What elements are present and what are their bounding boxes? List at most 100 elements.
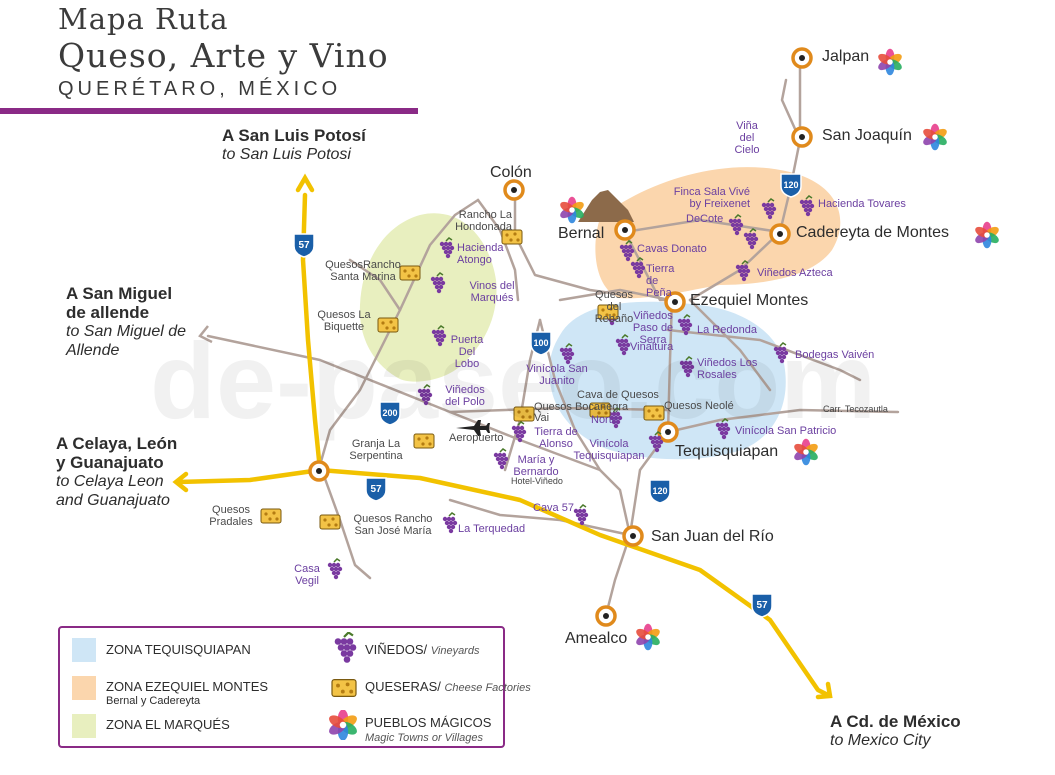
- grape-icon: [511, 421, 527, 443]
- label-hotel-vinedo: Hotel-Viñedo: [511, 476, 563, 486]
- title-line-1: Mapa Ruta: [58, 2, 229, 36]
- legend-vinedos: VIÑEDOS/ Vineyards: [365, 642, 480, 658]
- title-rule: [0, 108, 418, 114]
- cheese-icon: [597, 304, 619, 320]
- town-san-juan-del-rio: San Juan del Río: [651, 528, 774, 545]
- grape-icon: [442, 512, 458, 534]
- pueblo-magico-icon: [923, 123, 947, 151]
- label-cava-de-quesos: Cava de Quesos: [577, 389, 659, 401]
- svg-text:100: 100: [533, 338, 548, 348]
- label-puerta-del-lobo: Puerta Del Lobo: [450, 334, 484, 370]
- highway-shield-57-south: 57: [751, 593, 773, 618]
- title-line-2: Queso, Arte y Vino: [58, 36, 389, 75]
- label-norte: Norte: [591, 414, 618, 426]
- pueblo-magico-icon: [878, 48, 902, 76]
- label-vinos-del-marques: Vinos del Marqués: [469, 280, 515, 304]
- label-vinedos-azteca: Viñedos Azteca: [757, 267, 833, 279]
- grape-icon: [615, 334, 631, 356]
- label-hacienda-tovares: Hacienda Tovares: [818, 198, 906, 210]
- grape-icon: [439, 237, 455, 259]
- cheese-icon: [319, 514, 341, 530]
- legend-swatch-ezequiel: [72, 676, 96, 700]
- svg-text:57: 57: [298, 240, 310, 251]
- label-tierra-de-pena: Tierra de Peña: [646, 263, 675, 299]
- town-ezequiel-montes: Ezequiel Montes: [690, 292, 809, 309]
- highway-shield-57-center: 57: [365, 477, 387, 502]
- label-tierra-de-alonso: Tierra de Alonso: [534, 426, 578, 450]
- grape-icon: [559, 343, 575, 365]
- svg-text:120: 120: [783, 180, 798, 190]
- grape-icon: [417, 384, 433, 406]
- grape-icon: [630, 257, 646, 279]
- label-finca-sala-vive: Finca Sala Vivé by Freixenet: [673, 186, 750, 210]
- grape-icon: [679, 356, 695, 378]
- label-vai: Vai: [534, 412, 550, 424]
- label-vinedos-paso-de-serra: Viñedos Paso de Serra: [632, 310, 674, 346]
- legend-pueblos: PUEBLOS MÁGICOS: [365, 715, 492, 730]
- town-marker-san-juan: [622, 525, 644, 547]
- label-quesos-la-biquette: Quesos La Biquette: [317, 309, 371, 333]
- grape-icon: [799, 195, 815, 217]
- highway-shield-57-north: 57: [293, 233, 315, 258]
- cheese-icon: [501, 229, 523, 245]
- town-marker-colon: [503, 179, 525, 201]
- zona-ezequiel-montes: [595, 167, 841, 299]
- pueblo-magico-icon: [794, 438, 818, 466]
- cheese-icon: [413, 433, 435, 449]
- pueblo-magico-icon: [975, 221, 999, 249]
- cheese-icon: [513, 406, 535, 422]
- pueblo-magico-icon: [329, 710, 357, 740]
- town-marker-queretaro: [308, 460, 330, 482]
- label-quesos-rancho-san-jose: Quesos Rancho San José María: [353, 513, 433, 537]
- grape-icon: [735, 260, 751, 282]
- town-marker-amealco: [595, 605, 617, 627]
- svg-text:120: 120: [652, 486, 667, 496]
- cheese-icon: [589, 402, 611, 418]
- grape-icon: [431, 325, 447, 347]
- label-la-redonda: La Redonda: [697, 324, 757, 336]
- grape-icon: [607, 407, 623, 429]
- watermark: de-paseo.com: [150, 320, 877, 441]
- legend-zona-tequisquiapan: ZONA TEQUISQUIAPAN: [106, 642, 251, 657]
- label-maria-y-bernardo: María y Bernardo: [513, 454, 559, 478]
- airplane-icon: [456, 420, 490, 436]
- town-cadereyta: Cadereyta de Montes: [796, 224, 949, 241]
- svg-text:57: 57: [370, 484, 382, 495]
- legend-swatch-tequisquiapan: [72, 638, 96, 662]
- highway-shield-120-north: 120: [780, 173, 802, 198]
- grape-icon: [677, 314, 693, 336]
- grape-icon: [493, 448, 509, 470]
- town-bernal: Bernal: [558, 225, 605, 242]
- label-vinaltura: Vinaltura: [630, 341, 674, 353]
- town-jalpan: Jalpan: [822, 48, 870, 65]
- highway-shield-120-south: 120: [649, 479, 671, 504]
- grape-icon: [573, 504, 589, 526]
- destination-san-luis-potosi: A San Luis Potosí to San Luis Potosi: [222, 126, 366, 163]
- town-san-joaquin: San Joaquín: [822, 127, 912, 144]
- label-bodegas-vaiven: Bodegas Vaivén: [795, 349, 875, 361]
- grape-icon: [327, 558, 343, 580]
- cheese-icon: [399, 265, 421, 281]
- town-tequisquiapan: Tequisquiapan: [675, 443, 779, 460]
- label-aeropuerto: Aeropuerto: [449, 432, 504, 444]
- grape-icon: [743, 228, 759, 250]
- grape-icon: [430, 272, 446, 294]
- label-quesos-pradales: Quesos Pradales: [209, 504, 253, 528]
- legend-cheese-icon: [331, 678, 357, 698]
- label-cava-57: Cava 57: [533, 502, 574, 514]
- cheese-icon: [260, 508, 282, 524]
- grape-icon: [773, 342, 789, 364]
- label-hacienda-atongo: Hacienda Atongo: [457, 242, 504, 266]
- label-quesos-neole: Quesos Neolé: [664, 400, 734, 412]
- town-amealco: Amealco: [565, 630, 628, 647]
- label-vinicola-san-juanito: Vinícola San Juanito: [526, 363, 588, 387]
- label-quesos-bocanegra: Quesos Bocanegra: [534, 401, 629, 413]
- destination-celaya: A Celaya, León y Guanajuato to Celaya Le…: [56, 434, 178, 509]
- legend-grape-icon: [334, 632, 357, 663]
- label-la-terquedad: La Terquedad: [458, 523, 526, 535]
- grape-icon: [728, 214, 744, 236]
- pena-de-bernal-icon: [578, 190, 634, 222]
- town-marker-san-joaquin: [791, 126, 813, 148]
- svg-text:200: 200: [382, 408, 397, 418]
